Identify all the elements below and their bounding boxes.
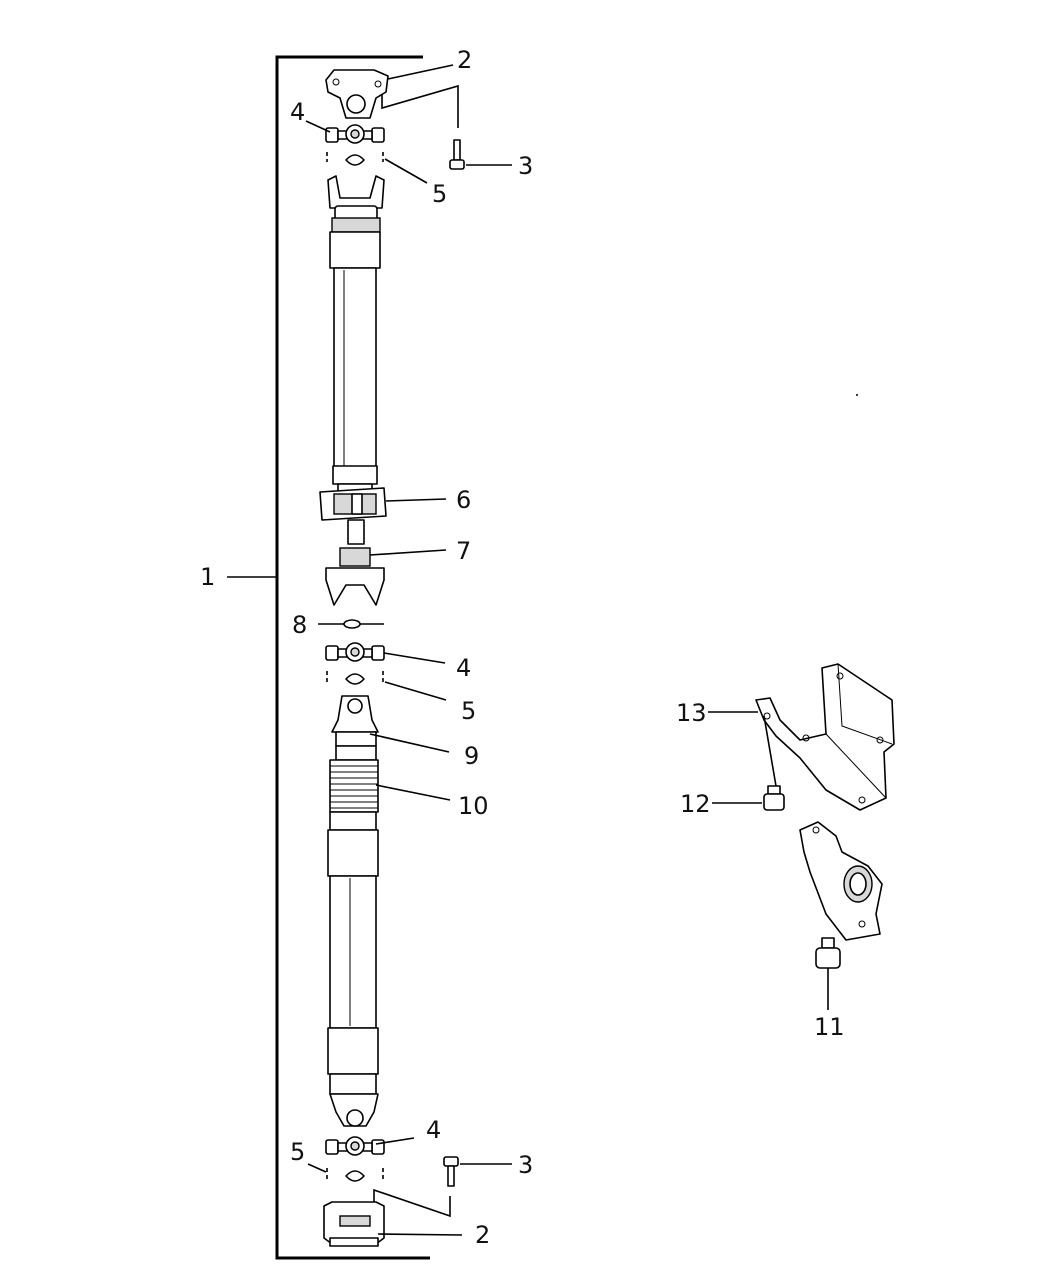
assembly-bracket <box>227 55 430 1260</box>
universal-joint-bottom <box>325 1136 385 1156</box>
rear-tube-yoke <box>329 1093 379 1127</box>
universal-joint-mid <box>325 642 385 662</box>
callout-4-top: 4 <box>290 98 305 126</box>
coupling-yoke <box>325 547 385 606</box>
center-bearing-support <box>799 821 883 941</box>
bolt-bracket <box>712 785 785 811</box>
callout-5-bottom: 5 <box>290 1138 305 1166</box>
callout-2-bottom: 2 <box>475 1221 490 1249</box>
callout-10: 10 <box>458 792 489 820</box>
bolt-top <box>449 139 512 170</box>
flange-yoke-bottom <box>323 1201 385 1247</box>
rear-driveshaft-tube <box>327 811 379 1095</box>
snap-rings-bottom <box>326 1168 384 1182</box>
callout-13: 13 <box>676 699 707 727</box>
crossmember-bracket <box>755 663 895 811</box>
front-tube-yoke <box>327 175 385 233</box>
washer <box>318 619 384 629</box>
callout-2-top: 2 <box>457 46 472 74</box>
callout-7: 7 <box>456 537 471 565</box>
front-driveshaft-tube <box>329 231 381 495</box>
callout-8: 8 <box>292 611 307 639</box>
flange-yoke-top <box>325 69 389 119</box>
callout-4-mid: 4 <box>456 654 471 682</box>
callout-3-top: 3 <box>518 152 533 180</box>
callout-9: 9 <box>464 742 479 770</box>
callout-12: 12 <box>680 790 711 818</box>
snap-rings-mid <box>326 671 384 685</box>
bolt-support <box>815 937 841 1010</box>
callout-4-bottom: 4 <box>426 1116 441 1144</box>
universal-joint-top <box>325 124 385 144</box>
slip-yoke <box>331 695 379 747</box>
bolt-bottom <box>443 1156 512 1187</box>
callout-1: 1 <box>200 563 215 591</box>
callout-11: 11 <box>814 1013 845 1041</box>
snap-rings-top <box>326 152 384 166</box>
callout-3-bottom: 3 <box>518 1151 533 1179</box>
callout-5-top: 5 <box>432 180 447 208</box>
slip-boot <box>329 745 379 813</box>
callout-5-mid: 5 <box>461 697 476 725</box>
center-bearing <box>319 487 387 545</box>
callout-6: 6 <box>456 486 471 514</box>
